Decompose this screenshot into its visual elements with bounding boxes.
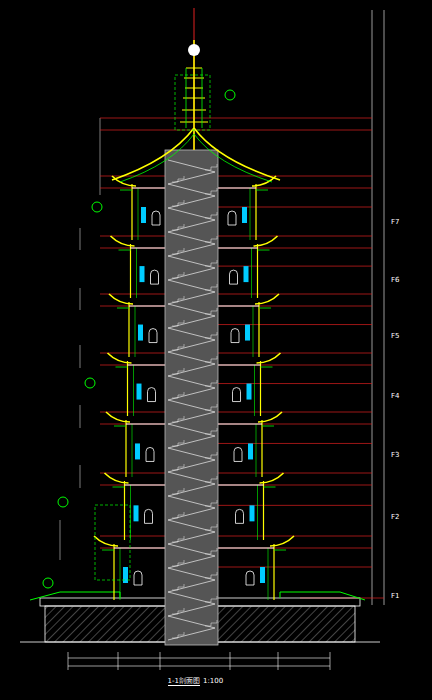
stair-step xyxy=(205,500,217,506)
stair-step xyxy=(205,260,217,266)
stair-step xyxy=(205,620,217,626)
scale-label: 1:100 xyxy=(202,678,224,685)
eave-line xyxy=(106,412,130,422)
drawing-title: 1-1剖面图 xyxy=(168,678,200,686)
eave-line xyxy=(94,536,118,546)
stair-step xyxy=(205,476,217,482)
stair-flight xyxy=(168,160,215,640)
floor-label: F6 xyxy=(390,277,400,284)
elevation-line xyxy=(194,236,372,237)
eave-line xyxy=(270,536,294,546)
stair-step xyxy=(205,332,217,338)
elevation-line xyxy=(194,176,372,177)
window xyxy=(245,325,250,341)
stair-step xyxy=(205,596,217,602)
elevation-line xyxy=(100,353,174,354)
window xyxy=(123,567,128,583)
elevation-line xyxy=(194,505,372,506)
window xyxy=(260,567,265,583)
window xyxy=(134,505,139,521)
window xyxy=(244,266,249,282)
window xyxy=(242,207,247,223)
stair-step xyxy=(205,164,217,170)
elevation-line xyxy=(100,536,174,537)
stair-step xyxy=(205,524,217,530)
stair-step xyxy=(205,308,217,314)
eave-line xyxy=(254,236,278,246)
elevation-line xyxy=(194,567,372,568)
elevation-line xyxy=(194,207,372,208)
elevation-line xyxy=(194,443,372,444)
stair-step xyxy=(205,428,217,434)
elevation-line xyxy=(194,536,372,537)
elevation-line xyxy=(100,130,372,131)
elevation-line xyxy=(100,473,174,474)
stair-step xyxy=(205,236,217,242)
stair-step xyxy=(205,212,217,218)
window xyxy=(141,207,146,223)
stair-step xyxy=(205,404,217,410)
elevation-line xyxy=(100,294,174,295)
eave-line xyxy=(255,294,279,304)
stair-step xyxy=(205,188,217,194)
elevation-line xyxy=(194,294,372,295)
elevation-line xyxy=(194,412,372,413)
eave-line xyxy=(258,412,282,422)
stair-step xyxy=(205,356,217,362)
stair-step xyxy=(205,572,217,578)
window xyxy=(247,384,252,400)
window xyxy=(140,266,145,282)
elevation-line xyxy=(100,118,372,119)
elevation-line xyxy=(100,412,174,413)
stair-step xyxy=(205,380,217,386)
elevation-line xyxy=(194,353,372,354)
eave-line xyxy=(257,353,281,363)
elevation-line xyxy=(194,266,372,267)
eave-line xyxy=(260,473,284,483)
eave-line xyxy=(108,353,132,363)
floor-label: F3 xyxy=(390,452,400,459)
stair-step xyxy=(205,452,217,458)
window xyxy=(248,443,253,459)
floor-label: F4 xyxy=(390,393,400,400)
elevation-line xyxy=(194,383,372,384)
floor-label: F5 xyxy=(390,333,400,340)
eave-line xyxy=(111,236,135,246)
stair-step xyxy=(205,548,217,554)
window xyxy=(137,384,142,400)
floor-label: F1 xyxy=(390,593,400,600)
elevation-line xyxy=(194,324,372,325)
window xyxy=(135,443,140,459)
floor-label: F7 xyxy=(390,219,400,226)
eave-line xyxy=(105,473,129,483)
window xyxy=(250,505,255,521)
eave-line xyxy=(109,294,133,304)
floor-label: F2 xyxy=(390,514,400,521)
stair-step xyxy=(205,284,217,290)
window xyxy=(138,325,143,341)
